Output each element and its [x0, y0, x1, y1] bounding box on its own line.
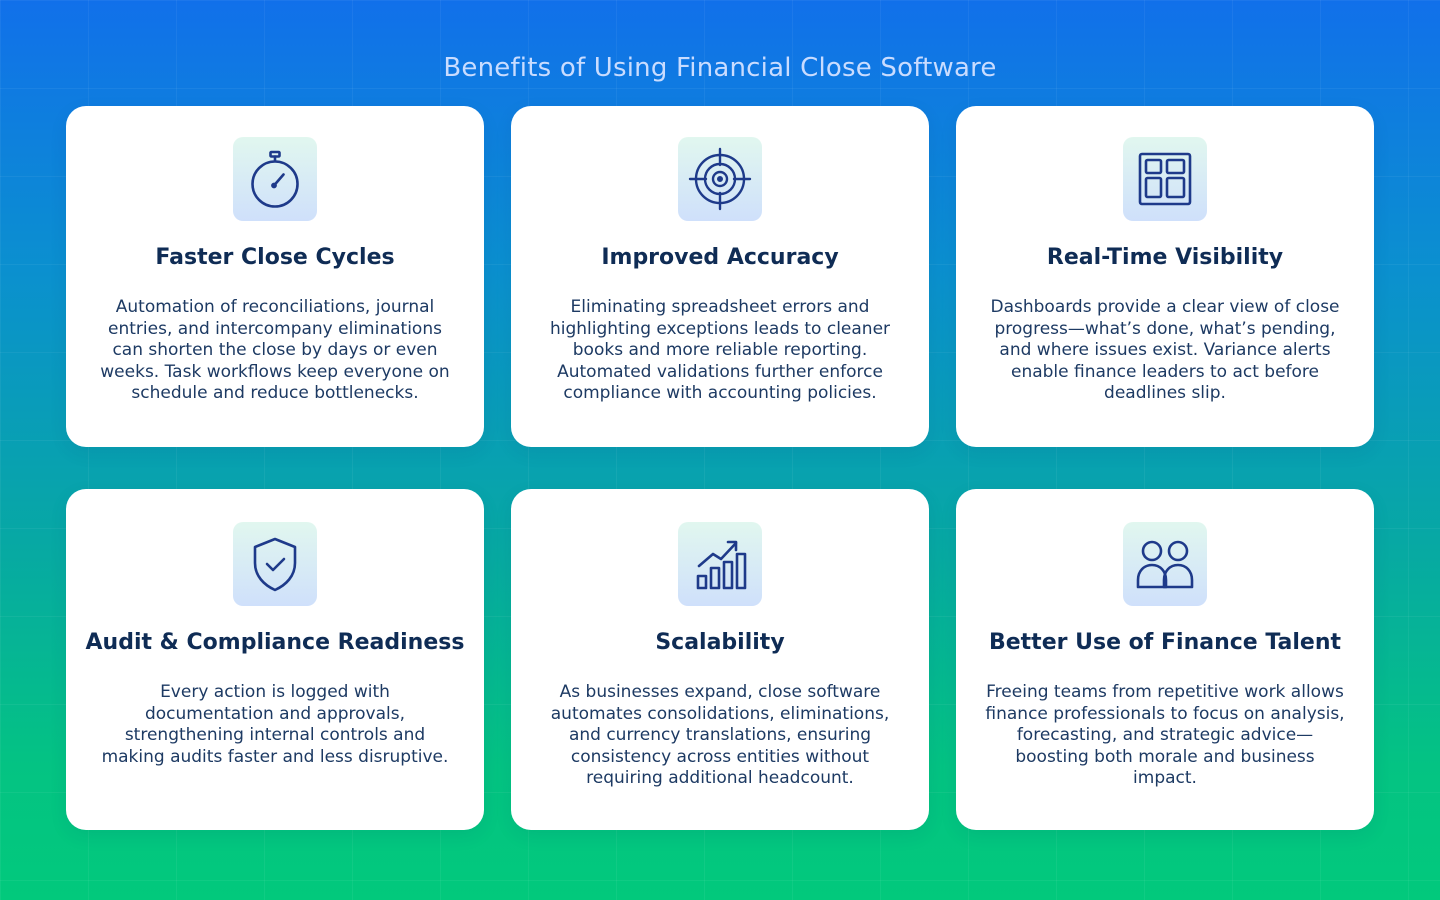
- icon-tile: [1123, 137, 1207, 221]
- benefit-card-real-time-visibility: Real-Time Visibility Dashboards provide …: [956, 106, 1374, 447]
- card-description: Freeing teams from repetitive work allow…: [985, 682, 1345, 789]
- benefit-card-audit-compliance: Audit & Compliance Readiness Every actio…: [66, 489, 484, 830]
- benefit-card-faster-close-cycles: Faster Close Cycles Automation of reconc…: [66, 106, 484, 447]
- target-icon: [688, 147, 752, 211]
- card-description: As businesses expand, close software aut…: [550, 682, 890, 789]
- shield-check-icon: [253, 537, 297, 592]
- card-description: Every action is logged with documentatio…: [101, 682, 449, 767]
- card-description: Automation of reconciliations, journal e…: [100, 297, 450, 404]
- icon-tile: [678, 137, 762, 221]
- card-description: Dashboards provide a clear view of close…: [990, 297, 1340, 404]
- icon-tile: [1123, 522, 1207, 606]
- stopwatch-icon: [251, 150, 299, 208]
- icon-tile: [233, 137, 317, 221]
- icon-tile: [233, 522, 317, 606]
- benefit-cards-grid: Faster Close Cycles Automation of reconc…: [66, 106, 1374, 830]
- card-title: Improved Accuracy: [601, 245, 839, 270]
- team-icon: [1136, 540, 1194, 589]
- card-title: Audit & Compliance Readiness: [85, 630, 465, 655]
- card-description: Eliminating spreadsheet errors and highl…: [549, 297, 891, 404]
- card-title: Better Use of Finance Talent: [988, 630, 1342, 655]
- growth-chart-icon: [696, 540, 747, 590]
- dashboard-icon: [1138, 152, 1192, 206]
- card-title: Faster Close Cycles: [155, 245, 395, 270]
- icon-tile: [678, 522, 762, 606]
- benefit-card-finance-talent: Better Use of Finance Talent Freeing tea…: [956, 489, 1374, 830]
- card-title: Real-Time Visibility: [1046, 245, 1284, 270]
- page-title: Benefits of Using Financial Close Softwa…: [443, 53, 997, 84]
- benefit-card-scalability: Scalability As businesses expand, close …: [511, 489, 929, 830]
- card-title: Scalability: [655, 630, 785, 655]
- benefit-card-improved-accuracy: Improved Accuracy Eliminating spreadshee…: [511, 106, 929, 447]
